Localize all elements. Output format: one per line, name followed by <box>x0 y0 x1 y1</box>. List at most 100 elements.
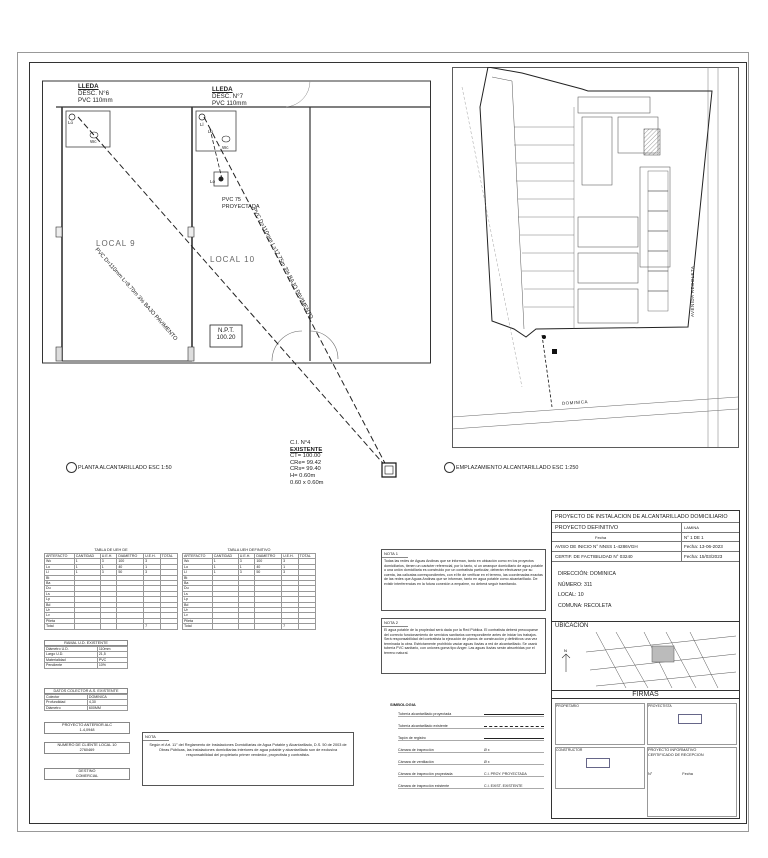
sym-row: Tubería alcantarillado proyectada <box>398 712 544 717</box>
ueh-left-title: TABLA DE UEH DE <box>94 548 128 552</box>
colector-title: DATOS COLECTOR A.S. EXISTENTE <box>44 688 128 694</box>
ci-label: C.I. N°4 EXISTENTE CT= 100.00 CRe= 99.42… <box>290 440 324 486</box>
plan-north-icon <box>66 462 77 473</box>
certif-text: CERTIF. DE FACTIBILIDAD N° 03240 <box>555 554 633 559</box>
ci-h: H= 0.60m <box>290 472 316 479</box>
proyecto-anterior-box: PROYECTO ANTERIOR ALC 1-4,0948 <box>44 722 130 734</box>
proyectista-label: PROYECTISTA <box>648 704 672 708</box>
plan-drawing <box>42 80 431 478</box>
proyecto-anterior-label: PROYECTO ANTERIOR ALC <box>62 723 112 727</box>
numero-cliente-label: NUMERO DE CLIENTE LOCAL 10 <box>57 743 117 747</box>
proyecto-anterior-value: 1-4,0948 <box>79 728 95 732</box>
lleda-label-a: LLEDA DESC. N°6 PVC 110mm <box>78 83 113 104</box>
fixture-wc-a: Wc <box>90 139 97 144</box>
pvc75-text: PVC 75 <box>222 197 241 203</box>
comuna: COMUNA: RECOLETA <box>558 602 612 609</box>
site-panel: DOMINICA AVENIDA RECOLETA EMPLAZAMIENTO … <box>444 66 740 507</box>
ci-dims: 0.60 x 0.60m <box>290 479 324 486</box>
nota1-title: NOTA 1 <box>382 550 408 558</box>
tb-aviso-row: AVISO DE INICIO N° NNSS 1-4286VGH Fecha:… <box>552 542 739 552</box>
sym-row: Tapón de registro <box>398 736 544 741</box>
td: Total <box>182 623 213 630</box>
ubicacion-map: N <box>561 632 736 688</box>
firma-proyectista: PROYECTISTA <box>647 703 737 745</box>
local-left-label: LOCAL 9 <box>96 239 136 248</box>
lamina-label: LAMINA <box>681 523 739 532</box>
ueh-right-title: TABLA UEH DEFINITIVO <box>227 548 271 552</box>
numero: NÚMERO: 311 <box>558 581 593 588</box>
th: DIAMETRO <box>254 552 283 560</box>
tb-certif-row: CERTIF. DE FACTIBILIDAD N° 03240 Fecha: … <box>552 552 739 562</box>
title-block: PROYECTO DE INSTALACION DE ALCANTARILLAD… <box>551 510 740 819</box>
fecha-label: Fecha <box>595 535 607 540</box>
fixture-lo-a: Lo <box>68 120 74 125</box>
sym-label: Cámara de ventilación <box>398 760 434 764</box>
direccion: DIRECCIÓN: DOMINICA <box>558 571 616 577</box>
aviso-fecha: Fecha: 13-06-2023 <box>681 542 739 551</box>
td: Total <box>44 623 75 630</box>
site-street-right: AVENIDA RECOLETA <box>690 265 695 317</box>
firma-propietario: PROPIETARIO <box>555 703 645 745</box>
td: Diámetro <box>44 704 88 712</box>
sheet-outer-frame <box>17 52 749 832</box>
tb-proyecto-row: PROYECTO DEFINITIVO LAMINA <box>552 523 739 533</box>
sym-value: C.I. PROY. PROYECTADA <box>484 772 527 776</box>
sym-row: Tubería alcantarillado existente <box>398 724 544 729</box>
certif-fecha: Fecha: 15/03/2023 <box>681 552 739 561</box>
numero-cliente-value: 2760469 <box>79 748 95 752</box>
ci-cre: CRe= 99.42 <box>290 459 322 466</box>
fixture-lo-b: Lo <box>208 129 214 134</box>
sym-value: Ø x <box>484 760 490 764</box>
fixture-ll: Ll <box>200 122 204 127</box>
proyecto-informativo: PROYECTO INFORMATIVO <box>648 748 697 752</box>
local: LOCAL: 10 <box>558 592 584 598</box>
sym-row: Cámara de inspección proyectada C.I. PROY… <box>398 772 544 777</box>
td: 600MM <box>86 704 129 712</box>
lleda-b-pipe: PVC 110mm <box>212 100 247 107</box>
site-caption: EMPLAZAMIENTO ALCANTARILLADO ESC 1:250 <box>456 465 579 471</box>
lleda-a-pipe: PVC 110mm <box>78 97 113 104</box>
nota2-text: El agua potable de la propiedad será dad… <box>384 628 539 655</box>
lamina-value: N° 1 DE 1 <box>681 533 739 541</box>
tb-fecha-row: Fecha N° 1 DE 1 <box>552 533 739 542</box>
signature-icon <box>678 714 702 724</box>
destino-value: COMERCIAL <box>75 774 99 778</box>
nota-bottom-title: NOTA <box>143 733 169 741</box>
table-row: Bt <box>44 574 179 582</box>
firma-constructor: CONSTRUCTOR <box>555 747 645 789</box>
ci-crs: CRs= 99.40 <box>290 466 321 473</box>
proyectada-text: PROYECTADA <box>222 203 260 210</box>
sym-label: Cámara de inspección existente <box>398 784 450 788</box>
sym-label: Cámara de inspección proyectada <box>398 772 453 776</box>
sym-row: Cámara de ventilación Ø x <box>398 760 544 765</box>
address-block: DIRECCIÓN: DOMINICA NÚMERO: 311 LOCAL: 1… <box>558 569 616 611</box>
ubicacion-title: UBICACION <box>555 623 589 629</box>
propietario-label: PROPIETARIO <box>556 704 579 708</box>
td: 10% <box>96 662 129 669</box>
proyecto-definitivo: PROYECTO DEFINITIVO <box>555 525 619 531</box>
ramal-grid: Diámetro U.D.110mm Largo U.D.21,5 Materi… <box>44 645 129 669</box>
n-label: N° <box>648 772 653 776</box>
nota2-box: NOTA 2 El agua potable de la propiedad s… <box>381 618 546 674</box>
sym-line-icon <box>484 714 544 716</box>
numero-cliente-box: NUMERO DE CLIENTE LOCAL 10 2760469 <box>44 742 130 754</box>
npt-label: N.P.T. <box>217 327 235 334</box>
project-title: PROYECTO DE INSTALACION DE ALCANTARILLAD… <box>552 511 739 523</box>
fixture-lo-c: Lo <box>210 179 216 184</box>
nota-bottom-box: NOTA Según el Art. 11° del Reglamento de… <box>142 732 354 786</box>
aviso-text: AVISO DE INICIO N° NNSS 1-4286VGH <box>555 544 638 549</box>
sheet-inner-frame <box>29 62 747 824</box>
